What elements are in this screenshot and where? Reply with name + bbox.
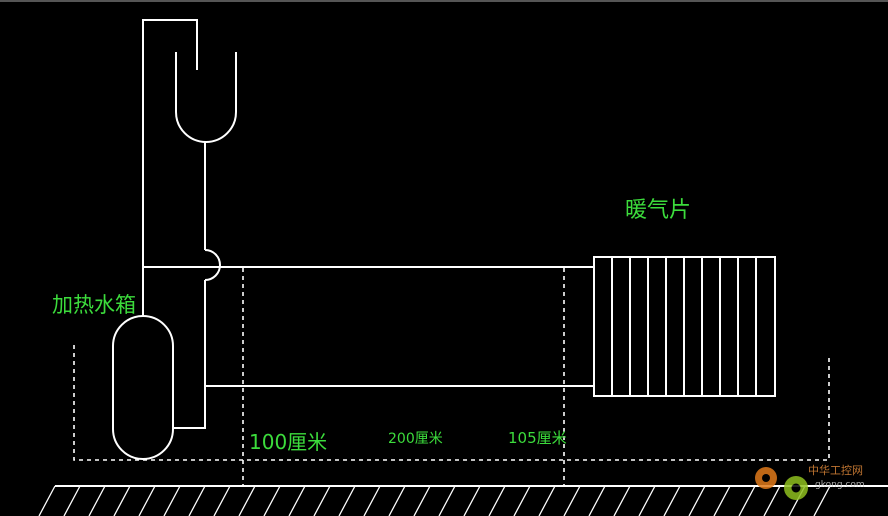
watermark-logo: 中华工控网 gkong.com (755, 463, 865, 500)
radiator-label: 暖气片 (625, 198, 691, 223)
heater-tank-label: 加热水箱 (52, 293, 136, 317)
distance-label-105: 105厘米 (508, 429, 567, 447)
pipe-crossover-bend (204, 249, 221, 281)
dimension-outline (73, 345, 830, 461)
watermark-url: gkong.com (815, 480, 865, 490)
radiator (593, 256, 776, 397)
riser-pipe (142, 19, 198, 316)
return-lower-pipe (173, 280, 206, 429)
heater-tank (112, 315, 174, 460)
ground-hatching (38, 485, 888, 516)
watermark-brand: 中华工控网 (808, 463, 863, 477)
distance-label-100: 100厘米 (249, 430, 327, 454)
expansion-vessel (175, 52, 237, 143)
distance-label-200: 200厘米 (388, 431, 443, 447)
